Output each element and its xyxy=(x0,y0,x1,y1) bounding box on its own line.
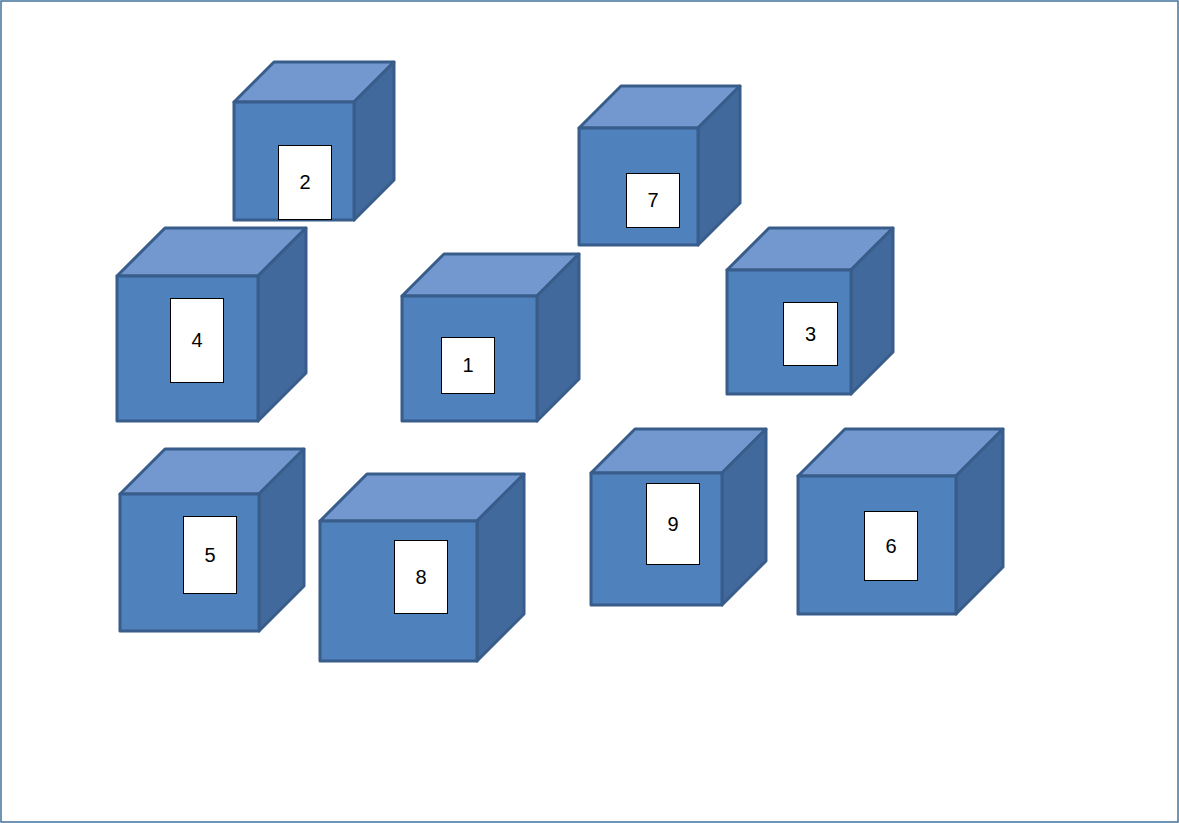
number-label: 6 xyxy=(864,511,918,581)
cube-box: 5 xyxy=(120,449,304,631)
number-label: 1 xyxy=(441,337,495,394)
cube-number: 3 xyxy=(805,323,816,346)
number-label: 8 xyxy=(394,540,448,614)
cube-side xyxy=(258,228,306,421)
number-label: 7 xyxy=(626,173,680,228)
cube-side xyxy=(354,62,394,220)
cube-side xyxy=(259,449,304,631)
cube-side xyxy=(698,86,740,245)
cube-front xyxy=(120,494,259,631)
number-label: 4 xyxy=(170,298,224,383)
cube-number: 7 xyxy=(647,189,658,212)
cube-box: 3 xyxy=(727,228,893,394)
cube-front xyxy=(579,128,698,245)
cube-front xyxy=(591,473,722,605)
cube-side xyxy=(956,429,1003,614)
cube-number: 1 xyxy=(462,354,473,377)
cube-box: 8 xyxy=(320,474,524,661)
number-label: 9 xyxy=(646,483,700,565)
cube-side xyxy=(851,228,893,394)
cube-box: 9 xyxy=(591,429,766,605)
cube-number: 2 xyxy=(299,171,310,194)
cube-front xyxy=(727,270,851,394)
cube-front xyxy=(234,102,354,220)
cube-number: 6 xyxy=(885,535,896,558)
cube-number: 9 xyxy=(667,513,678,536)
cube-front xyxy=(402,296,537,421)
cube-number: 5 xyxy=(204,544,215,567)
cube-side xyxy=(722,429,766,605)
cube-box: 1 xyxy=(402,254,579,421)
cube-box: 4 xyxy=(117,228,306,421)
cube-front xyxy=(117,276,258,421)
number-label: 2 xyxy=(278,145,332,220)
number-label: 3 xyxy=(783,302,838,366)
cube-side xyxy=(537,254,579,421)
cube-box: 2 xyxy=(234,62,394,220)
cube-front xyxy=(320,521,477,661)
cube-number: 8 xyxy=(415,566,426,589)
cube-side xyxy=(477,474,524,661)
cube-front xyxy=(798,476,956,614)
cube-box: 7 xyxy=(579,86,740,245)
number-label: 5 xyxy=(183,516,237,594)
cube-number: 4 xyxy=(191,329,202,352)
cube-box: 6 xyxy=(798,429,1003,614)
